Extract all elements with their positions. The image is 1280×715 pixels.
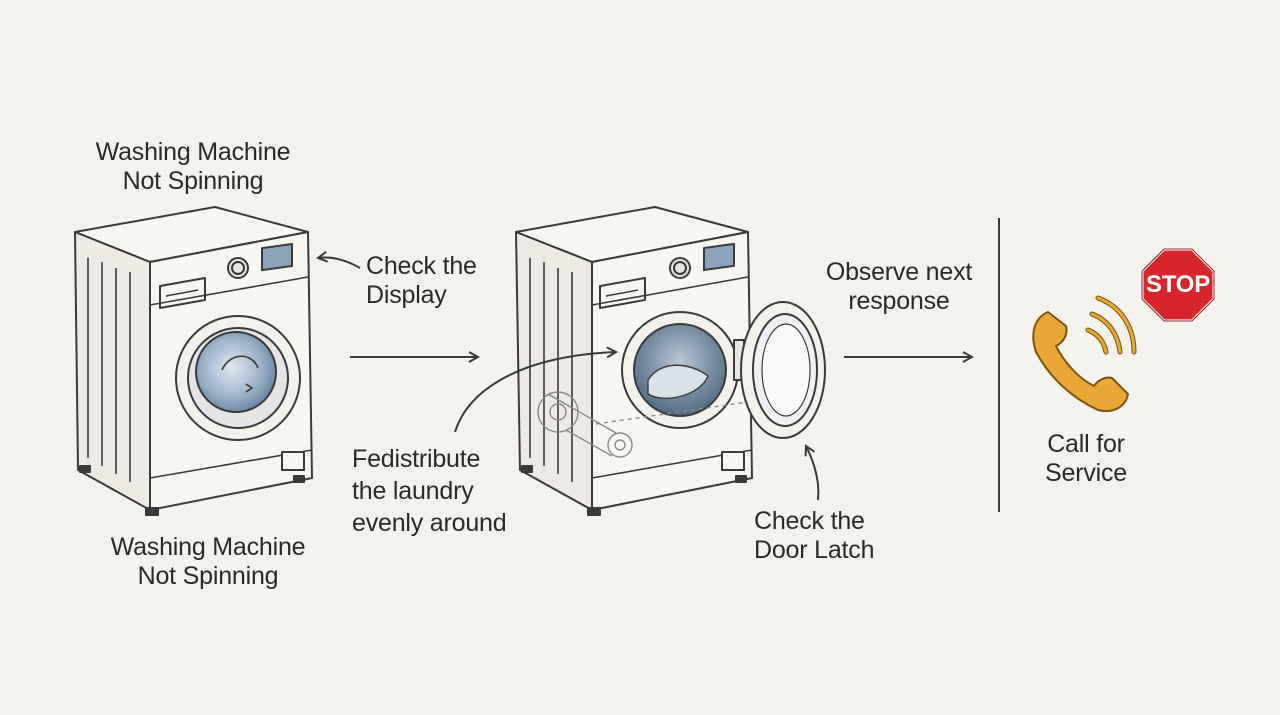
washing-machine-open-door-icon: [515, 206, 826, 516]
title-top: Washing Machine Not Spinning: [95, 138, 291, 195]
label-observe-response: Observe next response: [825, 258, 973, 315]
washing-machine-icon: [74, 206, 313, 516]
label-door-latch: Check the Door Latch: [754, 507, 875, 564]
label-redistribute-laundry: Fedistribute the laundry evenly around: [352, 445, 507, 537]
arrow-door-latch: [806, 446, 820, 501]
label-call-service: Call for Service: [1045, 430, 1127, 487]
label-check-display: Check the Display: [366, 252, 477, 309]
arrow-check-display: [318, 257, 361, 269]
title-bottom: Washing Machine Not Spinning: [110, 533, 306, 590]
phone-ringing-icon: [1032, 295, 1137, 412]
arrow-redistribute: [454, 352, 616, 433]
stop-sign-text: STOP: [1145, 271, 1211, 298]
stop-sign-icon: [1140, 247, 1216, 323]
